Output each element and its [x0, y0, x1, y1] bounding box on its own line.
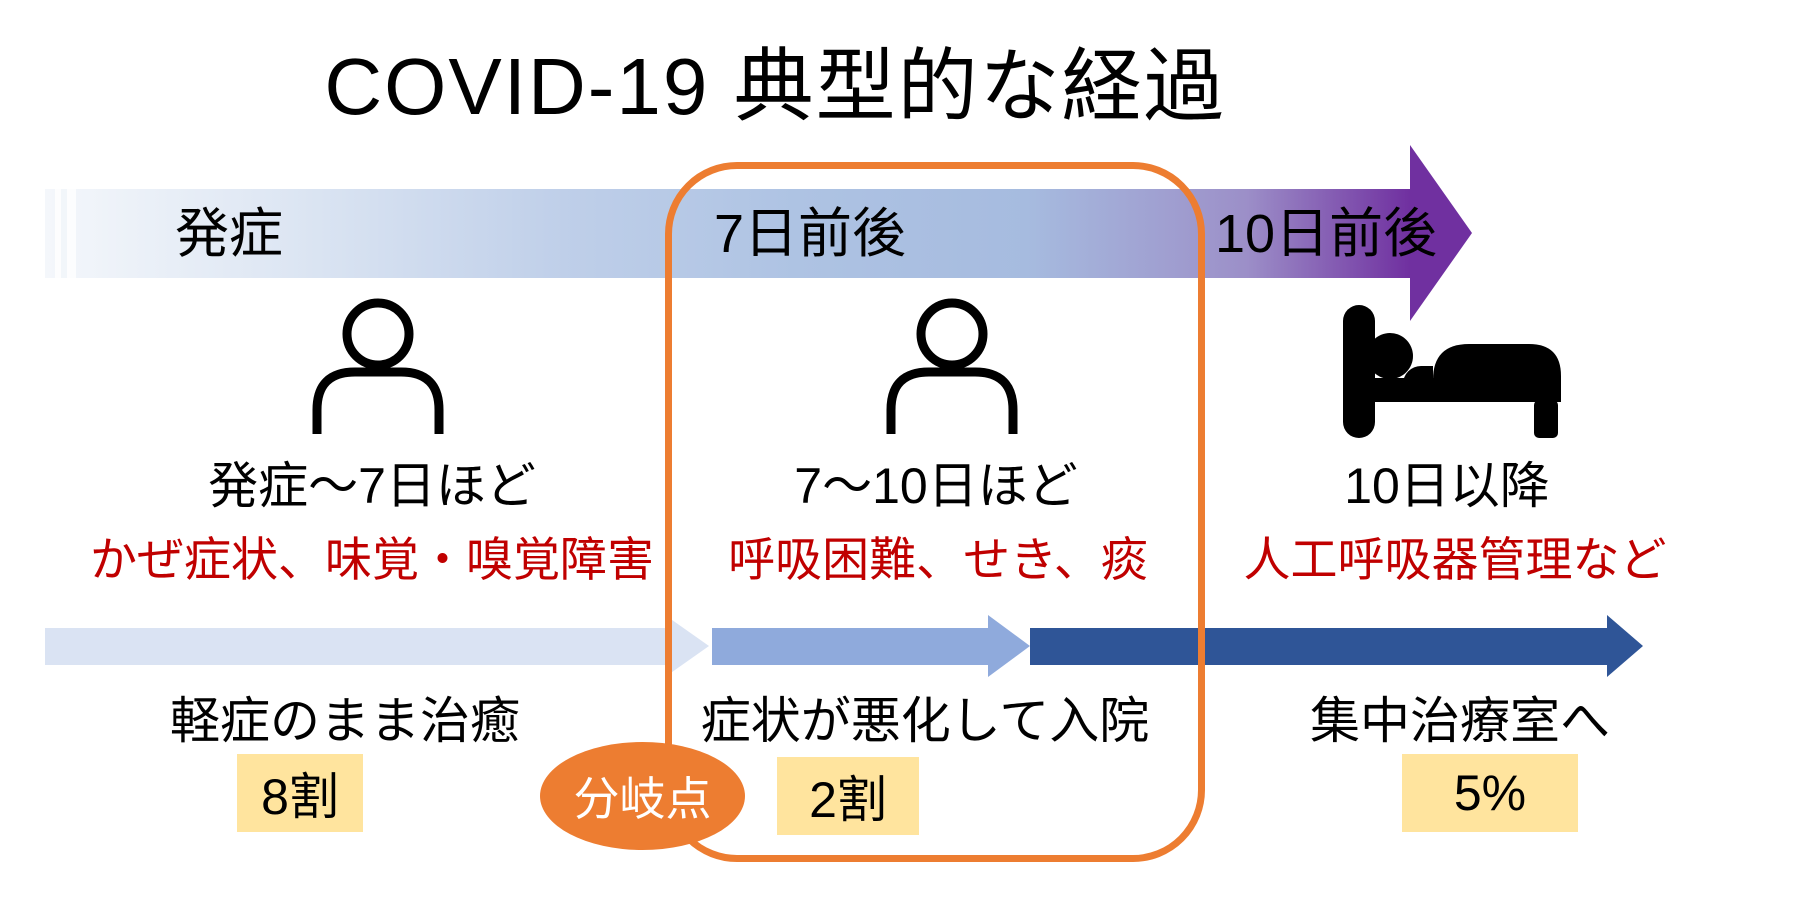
proportion-value: 8割 — [261, 769, 339, 825]
symptom-label: 呼吸困難、せき、痰 — [728, 533, 1148, 586]
outcome-label: 集中治療室へ — [1310, 693, 1610, 749]
proportion-badge: 5% — [1402, 754, 1578, 832]
hospital-bed-icon — [1333, 300, 1568, 450]
outcome-label: 症状が悪化して入院 — [700, 693, 1150, 749]
branch-point-ellipse: 分岐点 — [540, 742, 745, 850]
stage-label-day10: 10日前後 — [1215, 204, 1438, 264]
period-label: 7〜10日ほど — [794, 458, 1078, 514]
timeline-arrow-head — [1410, 145, 1472, 321]
branch-point-label: 分岐点 — [573, 773, 712, 825]
person-outline-icon — [882, 296, 1022, 439]
stage-label-onset: 発症 — [175, 204, 283, 264]
proportion-badge: 2割 — [777, 757, 919, 835]
person-outline-icon — [308, 296, 448, 439]
stage-label-day7: 7日前後 — [714, 204, 907, 264]
period-label: 発症〜7日ほど — [208, 458, 536, 514]
symptom-label: 人工呼吸器管理など — [1243, 533, 1667, 586]
mild-course-arrow-body — [45, 628, 665, 665]
highlight-rounded-rect — [665, 162, 1205, 862]
period-label: 10日以降 — [1344, 458, 1550, 514]
timeline-fade-stripe — [55, 189, 61, 278]
worsening-course-arrow-body — [712, 628, 988, 665]
timeline-fade-stripe — [67, 189, 76, 278]
outcome-label: 軽症のまま治癒 — [170, 693, 520, 749]
page-title: COVID-19 典型的な経過 — [324, 42, 1226, 131]
symptom-label: かぜ症状、味覚・嗅覚障害 — [90, 533, 654, 586]
worsening-course-arrow-head — [988, 615, 1030, 677]
icu-course-arrow-head — [1607, 615, 1643, 677]
mild-course-arrow-head — [665, 615, 709, 677]
proportion-badge: 8割 — [237, 754, 363, 832]
icu-course-arrow-body — [1030, 628, 1607, 665]
proportion-value: 5% — [1453, 765, 1527, 821]
proportion-value: 2割 — [809, 772, 887, 828]
